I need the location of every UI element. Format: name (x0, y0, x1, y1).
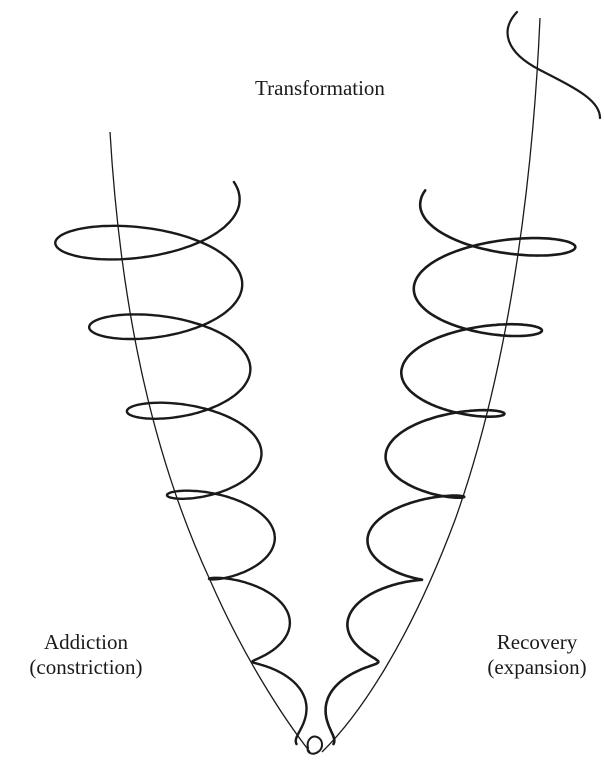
addiction-label: Addiction (constriction) (0, 630, 172, 680)
recovery-label-line1: Recovery (496, 630, 578, 654)
transformation-label-text: Transformation (255, 76, 385, 100)
right-spiral (324, 189, 577, 746)
bottom-junction-loop (306, 735, 323, 755)
left-axis-line (109, 131, 311, 753)
right-axis-line (321, 17, 541, 753)
recovery-label: Recovery (expansion) (470, 630, 604, 680)
addiction-label-line2: (constriction) (29, 655, 143, 679)
transformation-label: Transformation (200, 76, 440, 101)
addiction-label-line1: Addiction (44, 630, 128, 654)
left-spiral (54, 180, 308, 746)
recovery-label-line2: (expansion) (487, 655, 587, 679)
right-spiral-top-tail (506, 10, 602, 120)
